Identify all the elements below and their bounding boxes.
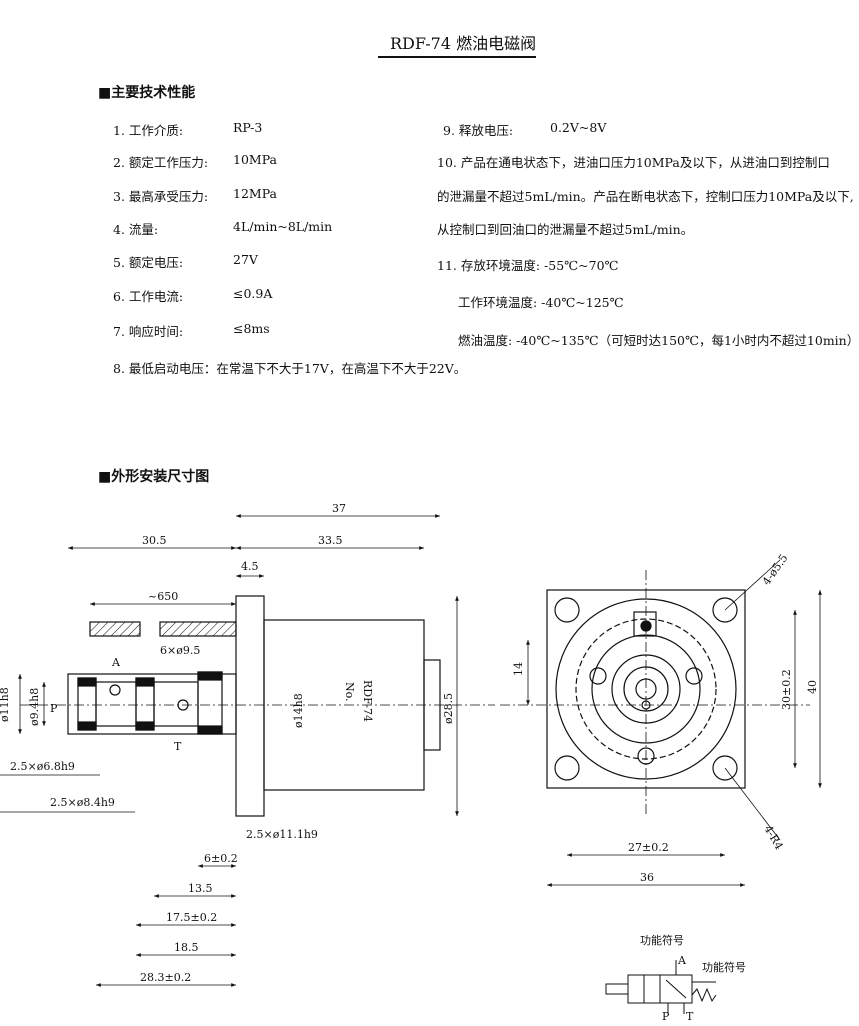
dim-37: 37 xyxy=(332,502,346,515)
spec-item-10-line2: 的泄漏量不超过5mL/min。产品在断电状态下，控制口压力10MPa及以下, xyxy=(437,189,854,204)
dim-9-4h8: ø9.4h8 xyxy=(28,688,41,726)
symbol-port-t: T xyxy=(686,1010,694,1023)
spec-label: 4. 流量: xyxy=(113,222,159,237)
spec-label: 6. 工作电流: xyxy=(113,289,184,304)
dim-18-5: 18.5 xyxy=(174,941,199,954)
dim-17-5-0-2: 17.5±0.2 xyxy=(166,911,217,924)
spec-item-8: 8. 最低启动电压：在常温下不大于17V，在高温下不大于22V。 xyxy=(113,361,467,376)
spec-item-10-line1: 10. 产品在通电状态下，进油口压力10MPa及以下，从进油口到控制口 xyxy=(437,155,830,170)
spec-label: 9. 释放电压: xyxy=(443,123,514,138)
port-a-label: A xyxy=(111,656,121,669)
specs-section-title: ■主要技术性能 xyxy=(98,85,196,101)
dim-28-5: ø28.5 xyxy=(442,693,455,724)
dim-28-3-0-2: 28.3±0.2 xyxy=(140,971,191,984)
dim-650: ~650 xyxy=(148,590,178,603)
spec-label: 1. 工作介质: xyxy=(113,123,184,138)
port-p-label: P xyxy=(50,702,58,715)
spec-item-11-line2: 工作环境温度: -40℃~125℃ xyxy=(458,295,624,310)
function-symbol-caption-2: 功能符号 xyxy=(702,960,746,974)
spec-value: 12MPa xyxy=(233,186,278,201)
dim-27-0-2: 27±0.2 xyxy=(628,841,669,854)
spec-value: 0.2V~8V xyxy=(550,120,607,135)
spec-label: 7. 响应时间: xyxy=(113,324,184,339)
spec-item-10-line3: 从控制口到回油口的泄漏量不超过5mL/min。 xyxy=(437,222,694,237)
dimension-lines xyxy=(0,514,822,987)
spec-item-11-line3: 燃油温度: -40℃~135℃（可短时达150℃，每1小时内不超过10min） xyxy=(458,333,859,348)
dim-4-d5-5: 4-ø5.5 xyxy=(760,552,791,588)
dimension-drawing: 37 30.5 33.5 4.5 ~650 6×ø9.5 A P T ø11h8… xyxy=(0,502,822,1023)
spec-item: 1. 工作介质: xyxy=(113,120,183,139)
dim-33-5: 33.5 xyxy=(318,534,343,547)
label-model: RDF-74 xyxy=(361,680,374,722)
dimension-labels: 37 30.5 33.5 4.5 ~650 6×ø9.5 A P T ø11h8… xyxy=(0,502,819,984)
label-no: No. xyxy=(343,682,356,702)
dim-4-5: 4.5 xyxy=(241,560,259,573)
spec-value: ≤0.9A xyxy=(233,286,273,301)
drawing-section-title: ■外形安装尺寸图 xyxy=(98,469,210,485)
spec-item-11-line1: 11. 存放环境温度: -55℃~70℃ xyxy=(437,258,619,273)
title-underline xyxy=(378,56,536,58)
symbol-port-a: A xyxy=(677,954,687,967)
function-symbol-caption: 功能符号 xyxy=(640,933,684,947)
dim-6-0-2: 6±0.2 xyxy=(204,852,238,865)
document-title: RDF-74 燃油电磁阀 xyxy=(390,34,537,53)
dim-30-5: 30.5 xyxy=(142,534,167,547)
spec-label: 2. 额定工作压力: xyxy=(113,155,209,170)
dim-2-5x8-4h9: 2.5×ø8.4h9 xyxy=(50,796,115,809)
spec-value: RP-3 xyxy=(233,120,263,135)
dim-40: 40 xyxy=(806,680,819,694)
dim-14: 14 xyxy=(512,662,525,676)
port-t-label: T xyxy=(174,740,182,753)
spec-value: ≤8ms xyxy=(233,321,270,336)
symbol-port-p: P xyxy=(662,1010,670,1023)
dim-4-r4: 4-R4 xyxy=(761,823,785,852)
dim-30-0-2: 30±0.2 xyxy=(780,669,793,710)
side-view xyxy=(20,595,495,817)
dim-36: 36 xyxy=(640,871,654,884)
dim-2-5x11-1h9: 2.5×ø11.1h9 xyxy=(246,828,318,841)
front-view xyxy=(500,570,810,815)
spec-value: 4L/min~8L/min xyxy=(233,219,333,234)
function-symbol xyxy=(605,960,717,1014)
dim-6x9-5: 6×ø9.5 xyxy=(160,644,200,657)
spec-value: 10MPa xyxy=(233,152,278,167)
dim-11h8: ø11h8 xyxy=(0,687,11,722)
dim-13-5: 13.5 xyxy=(188,882,213,895)
dim-14h8: ø14h8 xyxy=(292,693,305,728)
spec-label: 5. 额定电压: xyxy=(113,255,184,270)
dim-2-5x6-8h9: 2.5×ø6.8h9 xyxy=(10,760,75,773)
spec-label: 3. 最高承受压力: xyxy=(113,189,209,204)
spec-value: 27V xyxy=(233,252,258,267)
